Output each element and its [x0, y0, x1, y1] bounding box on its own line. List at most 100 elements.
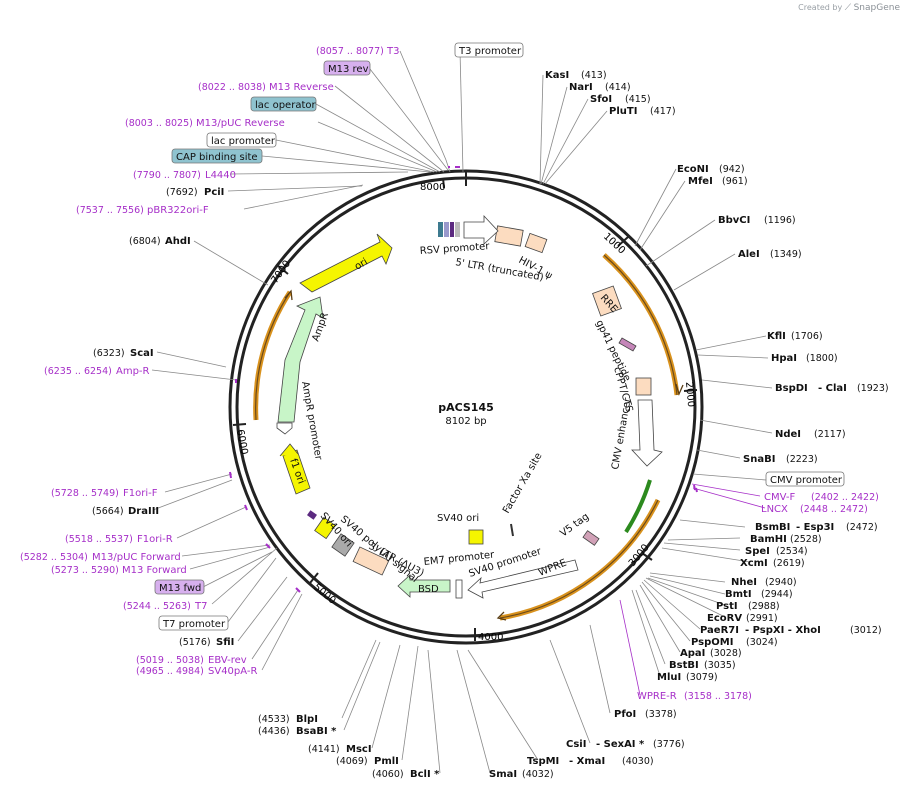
svg-text:SfoI: SfoI [590, 94, 612, 105]
label-bsabi: (4436) BsaBI * [258, 726, 337, 737]
svg-text:EBV-rev: EBV-rev [208, 655, 247, 666]
svg-text:SmaI: SmaI [489, 769, 517, 780]
svg-text:(2534): (2534) [776, 546, 808, 557]
label-paer7i: PaeR7I - PspXI - XhoI (3012) [700, 625, 882, 636]
label-scai: (6323) ScaI [93, 348, 154, 359]
label-alei: AleI (1349) [738, 249, 802, 260]
svg-text:LNCX: LNCX [761, 504, 788, 515]
svg-text:SV40pA-R: SV40pA-R [208, 666, 257, 677]
label-cmvenh: CMV enhancer [610, 396, 634, 470]
label-bcli: (4060) BclI * [372, 769, 440, 780]
svg-text:PfoI: PfoI [614, 709, 636, 720]
svg-text:PstI: PstI [716, 601, 738, 612]
svg-text:NarI: NarI [569, 82, 593, 93]
svg-text:HpaI: HpaI [771, 353, 797, 364]
svg-text:(3079): (3079) [686, 672, 718, 683]
label-psti: PstI (2988) [716, 601, 780, 612]
label-pspomi: PspOMI (3024) [691, 637, 778, 648]
svg-text:NheI: NheI [731, 577, 757, 588]
label-t7-promoter: T7 promoter [158, 615, 229, 631]
svg-text:BclI *: BclI * [410, 769, 440, 780]
svg-text:NdeI: NdeI [775, 429, 801, 440]
svg-text:PspOMI: PspOMI [691, 637, 733, 648]
svg-text:F1ori-F: F1ori-F [123, 488, 158, 499]
svg-text:M13 rev: M13 rev [328, 64, 369, 75]
label-lac-operator: lac operator [250, 96, 316, 112]
label-csii: CsiI - SexAI * (3776) [566, 739, 685, 750]
svg-text:(3024): (3024) [746, 637, 778, 648]
svg-text:(1349): (1349) [770, 249, 802, 260]
svg-text:(2988): (2988) [748, 601, 780, 612]
label-amprprom: AmpR promoter [299, 381, 324, 462]
label-t3: (8057 .. 8077) T3 [316, 46, 399, 57]
svg-text:MscI: MscI [346, 744, 372, 755]
label-pluti: PluTI (417) [609, 106, 676, 117]
svg-text:(4533): (4533) [258, 714, 290, 725]
svg-text:(8057 .. 8077): (8057 .. 8077) [316, 46, 384, 57]
svg-text:CsiI: CsiI [566, 739, 586, 750]
svg-text:(3776): (3776) [653, 739, 685, 750]
svg-text:AleI: AleI [738, 249, 760, 260]
svg-text:(4436): (4436) [258, 726, 290, 737]
svg-text:(1923): (1923) [857, 383, 889, 394]
label-t3-promoter: T3 promoter [454, 42, 524, 58]
label-hpai: HpaI (1800) [771, 353, 838, 364]
label-f1ori-f: (5728 .. 5749) F1ori-F [51, 488, 158, 499]
label-ecorv: EcoRV (2991) [707, 613, 778, 624]
svg-text:CMV-F: CMV-F [764, 492, 795, 503]
label-mlui: MluI (3079) [657, 672, 718, 683]
svg-text:- ClaI: - ClaI [818, 383, 847, 394]
svg-text:CMV promoter: CMV promoter [770, 475, 843, 486]
svg-text:(6235 .. 6254): (6235 .. 6254) [44, 366, 112, 377]
rsv-promoter-arrow [463, 214, 499, 245]
label-m13-fwd: M13 fwd [154, 579, 205, 595]
svg-text:ApaI: ApaI [680, 648, 705, 659]
snapgene-logo-icon: ⟋ [844, 3, 852, 13]
label-sfoi: SfoI (415) [590, 94, 651, 105]
svg-text:BlpI: BlpI [296, 714, 318, 725]
label-sv40pa: SV40 poly(A) signal [338, 514, 420, 585]
credit-brand: SnapGene [853, 3, 900, 13]
svg-text:EcoNI: EcoNI [677, 164, 709, 175]
label-cap-binding-site: CAP binding site [171, 148, 263, 164]
svg-text:SnaBI: SnaBI [743, 454, 775, 465]
svg-text:BsmBI: BsmBI [755, 522, 790, 533]
svg-text:SpeI: SpeI [745, 546, 770, 557]
label-bspdi: BspDI - ClaI (1923) [775, 383, 889, 394]
label-ahdi: (6804) AhdI [129, 236, 191, 247]
label-bbvci: BbvCI (1196) [718, 215, 796, 226]
svg-text:PciI: PciI [204, 187, 224, 198]
svg-text:(4030): (4030) [622, 756, 654, 767]
label-nari: NarI (414) [569, 82, 631, 93]
svg-text:BbvCI: BbvCI [718, 215, 750, 226]
inner-features [276, 214, 663, 599]
label-tspmi: TspMI - XmaI (4030) [527, 756, 654, 767]
svg-text:BstBI: BstBI [669, 660, 699, 671]
svg-text:PmlI: PmlI [374, 756, 399, 767]
svg-text:(417): (417) [650, 106, 676, 117]
label-rsv: RSV promoter [419, 241, 490, 257]
snapgene-credit: Created by ⟋ SnapGene [798, 3, 900, 13]
svg-text:(7692): (7692) [166, 187, 198, 198]
sv40pa-block [331, 533, 355, 557]
svg-text:(3035): (3035) [704, 660, 736, 671]
svg-text:(5244 .. 5263): (5244 .. 5263) [123, 601, 191, 612]
tick-6000: 6000 [234, 429, 249, 456]
svg-text:AhdI: AhdI [165, 236, 191, 247]
svg-text:(415): (415) [625, 94, 651, 105]
ampr-promoter-arrow [276, 422, 293, 435]
svg-text:BspDI: BspDI [775, 383, 808, 394]
label-snabi: SnaBI (2223) [743, 454, 818, 465]
svg-text:(2940): (2940) [765, 577, 797, 588]
svg-text:M13/pUC Reverse: M13/pUC Reverse [196, 118, 285, 129]
svg-text:(5273 .. 5290): (5273 .. 5290) [51, 565, 119, 576]
label-spei: SpeI (2534) [745, 546, 808, 557]
position-ticks [232, 170, 698, 641]
label-m13-forward: (5273 .. 5290) M13 Forward [51, 565, 187, 576]
cmv-enhancer-arrow [631, 399, 663, 467]
ampr-arrow [277, 296, 324, 423]
plasmid-length: 8102 bp [445, 416, 486, 427]
label-nhei: NheI (2940) [731, 577, 797, 588]
tick-4000: 4000 [478, 632, 503, 643]
label-m13rev: M13 rev [323, 60, 371, 76]
